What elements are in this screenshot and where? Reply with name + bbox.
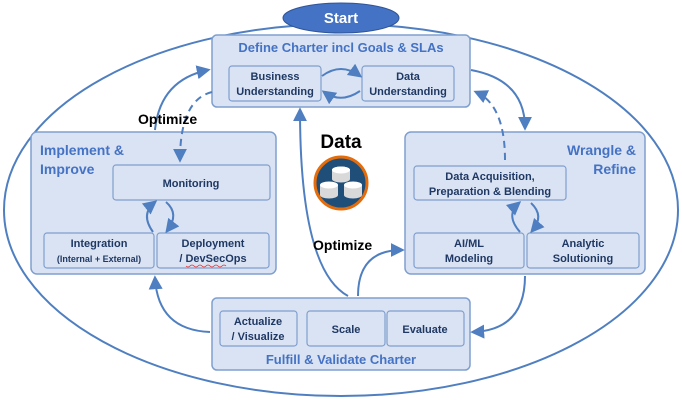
wrangle-title-line1: Wrangle & xyxy=(567,142,636,158)
arrow-implement-to-charter xyxy=(154,65,211,131)
monitoring-label: Monitoring xyxy=(163,178,220,190)
integration-box[interactable]: Integration (Internal + External) xyxy=(43,232,155,269)
deployment-box[interactable]: Deployment / DevSecOps xyxy=(156,232,270,269)
monitoring-box[interactable]: Monitoring xyxy=(112,164,271,201)
actualize-line1: Actualize xyxy=(234,316,282,328)
start-node[interactable]: Start xyxy=(282,2,400,34)
business-understanding-line1: Business xyxy=(251,71,300,83)
implement-title-line1: Implement & xyxy=(40,142,124,158)
arrow-fulfill-to-charter xyxy=(293,107,349,297)
charter-title: Define Charter incl Goals & SLAs xyxy=(238,40,443,55)
arrow-charter-to-wrangle xyxy=(470,69,532,131)
optimize-label-middle: Optimize xyxy=(313,237,372,253)
analytic-solutioning-box[interactable]: Analytic Solutioning xyxy=(526,232,640,269)
start-label: Start xyxy=(324,10,358,27)
center-data-label: Data xyxy=(320,132,362,153)
data-understanding-line1: Data xyxy=(396,71,421,83)
data-understanding-box[interactable]: Data Understanding xyxy=(361,65,455,102)
integration-line1: Integration xyxy=(71,238,128,250)
scale-box[interactable]: Scale xyxy=(306,310,386,347)
evaluate-label: Evaluate xyxy=(402,324,447,336)
charter-group: Define Charter incl Goals & SLAs Busines… xyxy=(211,34,471,108)
implement-title-line2: Improve xyxy=(40,161,95,177)
charter-loop-arrow-top xyxy=(321,63,363,78)
wrangle-group: Wrangle & Refine Data Acquisition, Prepa… xyxy=(404,131,646,275)
database-icon xyxy=(313,155,369,211)
implement-loop-arrow-up xyxy=(141,200,158,233)
ai-ml-modeling-box[interactable]: AI/ML Modeling xyxy=(413,232,525,269)
actualize-visualize-box[interactable]: Actualize / Visualize xyxy=(219,310,298,347)
actualize-line2: / Visualize xyxy=(232,331,285,343)
analytic-line1: Analytic xyxy=(562,238,605,250)
data-understanding-line2: Understanding xyxy=(369,86,447,98)
business-understanding-box[interactable]: Business Understanding xyxy=(228,65,322,102)
fulfill-title: Fulfill & Validate Charter xyxy=(266,352,416,367)
data-acquisition-line1: Data Acquisition, xyxy=(445,171,534,183)
fulfill-group: Fulfill & Validate Charter Actualize / V… xyxy=(211,297,471,371)
arrow-charter-to-monitoring-dashed xyxy=(173,91,213,163)
charter-loop-arrow-bottom xyxy=(321,90,361,105)
data-acquisition-line2: Preparation & Blending xyxy=(429,186,551,198)
ai-ml-line1: AI/ML xyxy=(454,238,484,250)
arrow-fulfill-to-wrangle xyxy=(357,243,405,297)
arrow-wrangle-to-fulfill xyxy=(470,275,526,339)
deployment-line2: / DevSecOps xyxy=(179,253,246,265)
scale-label: Scale xyxy=(332,324,361,336)
devsecops-spellcheck-underline xyxy=(185,264,227,268)
evaluate-box[interactable]: Evaluate xyxy=(386,310,465,347)
optimize-label-top: Optimize xyxy=(138,111,197,127)
wrangle-loop-arrow-up xyxy=(505,201,522,233)
implement-loop-arrow-down xyxy=(165,201,180,234)
integration-line2: (Internal + External) xyxy=(57,254,141,264)
arrow-fulfill-to-implement xyxy=(148,275,211,333)
business-understanding-line2: Understanding xyxy=(236,86,314,98)
data-acquisition-box[interactable]: Data Acquisition, Preparation & Blending xyxy=(413,165,567,201)
implement-group: Implement & Improve Monitoring Integrati… xyxy=(30,131,277,275)
wrangle-loop-arrow-down xyxy=(530,202,545,234)
deployment-line1: Deployment xyxy=(182,238,245,250)
wrangle-title-line2: Refine xyxy=(593,161,636,177)
ai-ml-line2: Modeling xyxy=(445,253,493,265)
analytic-line2: Solutioning xyxy=(553,253,613,265)
